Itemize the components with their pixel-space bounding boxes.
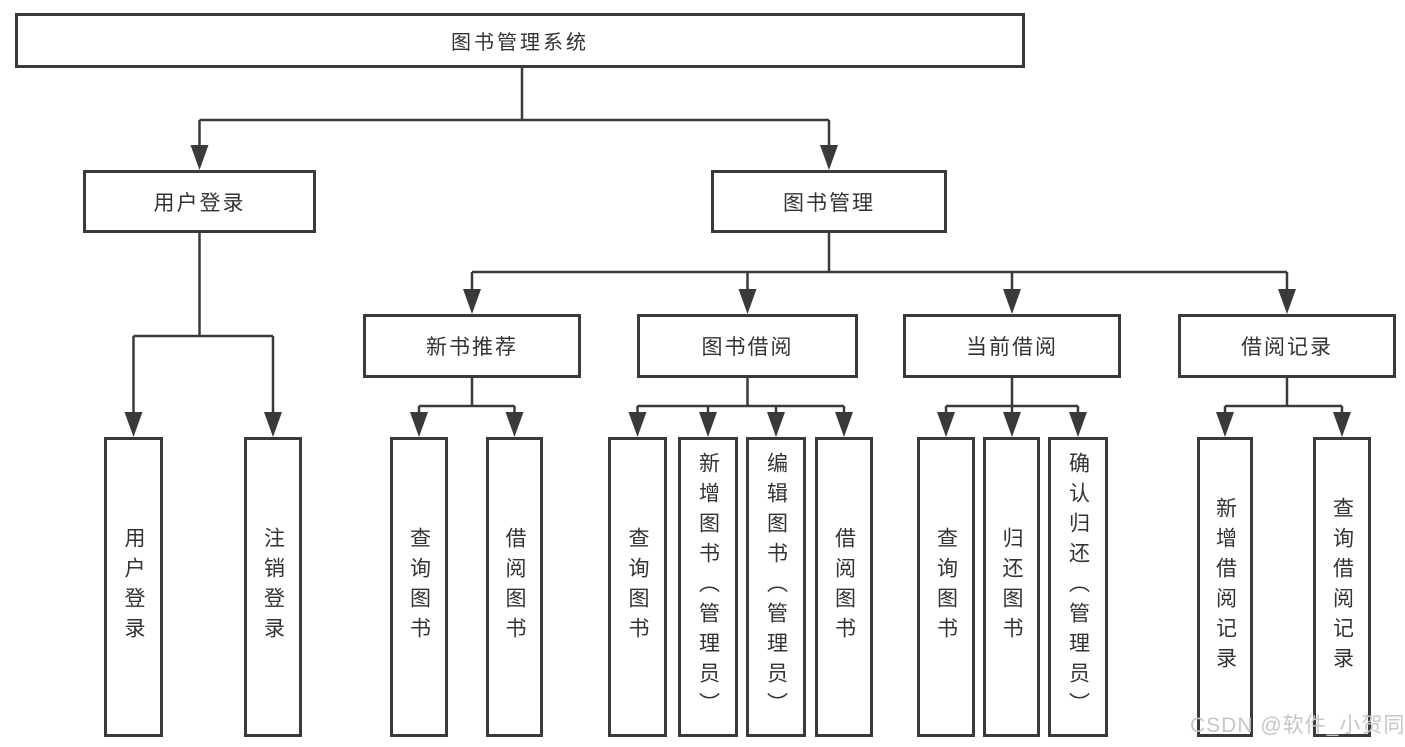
watermark: CSDN @软件_小贺同学: [1190, 714, 1405, 737]
leaf-borrow-books-recommend: 借阅图书: [486, 437, 543, 737]
node-user-login-group: 用户登录: [83, 170, 316, 233]
node-section-new-book-recommend: 新书推荐: [363, 314, 581, 378]
node-label: 查询图书: [934, 527, 958, 647]
node-label: 借阅图书: [503, 527, 526, 647]
leaf-confirm-return-admin: 确认归还（管理员）: [1048, 437, 1108, 737]
leaf-query-borrow-record: 查询借阅记录: [1313, 437, 1371, 737]
node-section-borrow-records: 借阅记录: [1178, 314, 1396, 378]
node-label: 借阅记录: [1241, 336, 1333, 359]
node-section-book-borrowing: 图书借阅: [637, 314, 858, 378]
node-label: 当前借阅: [966, 336, 1058, 359]
node-label: 用户登录: [153, 191, 246, 215]
leaf-add-borrow-record: 新增借阅记录: [1197, 437, 1253, 737]
node-label: 图书管理系统: [451, 32, 589, 54]
node-label: 新书推荐: [426, 336, 518, 359]
node-label: 归还图书: [1000, 527, 1023, 647]
node-label: 新增借阅记录: [1213, 497, 1237, 677]
leaf-borrow-books-borrowing: 借阅图书: [815, 437, 873, 737]
leaf-return-books: 归还图书: [983, 437, 1040, 737]
leaf-query-books-current: 查询图书: [917, 437, 975, 737]
leaf-user-login: 用户登录: [104, 437, 163, 737]
node-section-current-borrowing: 当前借阅: [903, 314, 1121, 378]
node-label: 编辑图书（管理员）: [764, 452, 788, 722]
node-label: 注销登录: [261, 527, 285, 647]
node-label: 图书管理: [783, 191, 875, 215]
leaf-query-books-borrowing: 查询图书: [608, 437, 667, 737]
node-label: 查询借阅记录: [1330, 497, 1354, 677]
node-book-management: 图书管理: [711, 170, 947, 233]
node-label: 查询图书: [407, 527, 431, 647]
leaf-query-books-recommend: 查询图书: [390, 437, 448, 737]
node-label: 图书借阅: [701, 336, 794, 359]
leaf-add-book-admin: 新增图书（管理员）: [678, 437, 738, 737]
node-label: 确认归还（管理员）: [1066, 452, 1090, 722]
leaf-logout-login: 注销登录: [244, 437, 302, 737]
node-label: 用户登录: [122, 527, 145, 647]
node-label: 借阅图书: [832, 527, 856, 647]
node-label: 查询图书: [626, 527, 649, 647]
node-label: 新增图书（管理员）: [696, 452, 720, 722]
leaf-edit-book-admin: 编辑图书（管理员）: [746, 437, 806, 737]
node-root: 图书管理系统: [15, 13, 1025, 68]
